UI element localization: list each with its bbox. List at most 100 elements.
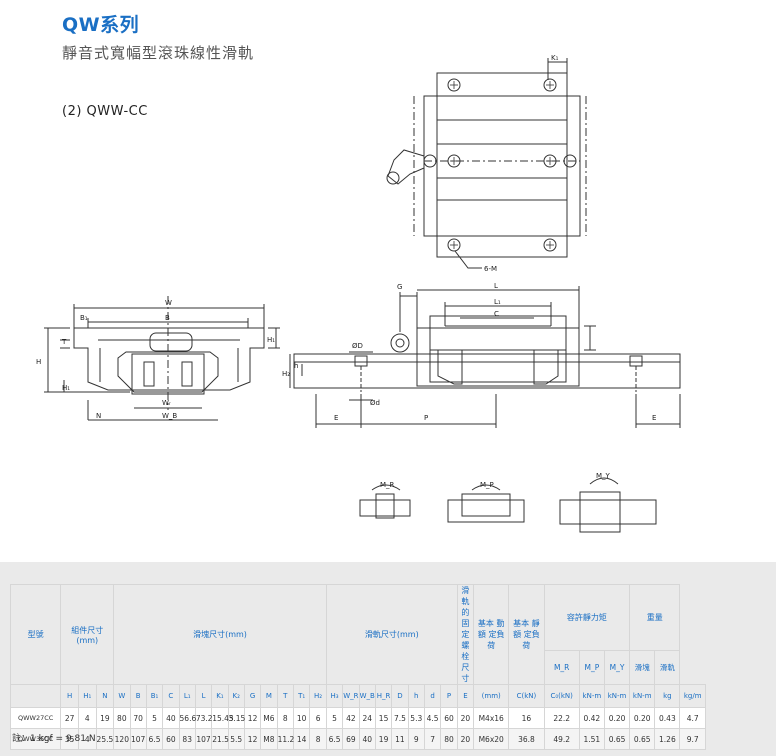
label-phi-d-big: ØD	[352, 342, 363, 350]
table-cell: 12	[243, 707, 262, 729]
table-cell: 20	[456, 707, 475, 729]
column-header: L	[194, 684, 213, 708]
column-header: L₁	[178, 684, 196, 708]
column-header: d	[423, 684, 442, 708]
side-view	[289, 286, 681, 428]
column-header-blank	[9, 684, 62, 708]
moment-diagrams	[359, 477, 657, 533]
header-static: 基本 靜額 定負荷	[508, 584, 545, 685]
table-cell: 5	[325, 707, 344, 729]
column-header: B	[129, 684, 147, 708]
label-n: N	[96, 412, 101, 420]
table-cell: 7	[423, 728, 442, 750]
label-mp: M_P	[480, 481, 494, 489]
table-cell: 25.5	[95, 728, 115, 750]
sub-rail-weight: 滑軌	[654, 650, 681, 685]
label-h: H	[36, 358, 41, 366]
table-cell: 27	[60, 707, 79, 729]
sub-my: M_Y	[603, 650, 631, 685]
column-header: kN-m	[629, 684, 656, 708]
table-cell: 9	[407, 728, 425, 750]
header-rail: 滑軌尺寸(mm)	[325, 584, 458, 685]
header-weight: 重量	[629, 583, 681, 652]
table-cell: M6	[260, 707, 278, 729]
table-cell: 107	[194, 728, 213, 750]
table-cell: 0.43	[654, 707, 681, 729]
column-header: C	[162, 684, 180, 708]
column-header: W	[113, 684, 131, 708]
header-block: 滑塊尺寸(mm)	[113, 584, 327, 685]
column-header: H₂	[309, 684, 327, 708]
table-cell: 16	[508, 707, 545, 729]
sub-block-weight: 滑塊	[629, 650, 656, 685]
header-model: 型號	[9, 584, 62, 685]
column-header: K₂	[227, 684, 245, 708]
column-header: h	[407, 684, 425, 708]
column-header: E	[456, 684, 475, 708]
table-cell: M6x20	[473, 728, 510, 750]
label-t: T	[61, 338, 67, 346]
footnote: 註：1 kgf = 9.81 N	[12, 734, 96, 744]
table-cell: 0.20	[603, 707, 631, 729]
table-cell: 4	[77, 707, 97, 729]
column-header: kN-m	[603, 684, 631, 708]
row-model: QWW27CC	[9, 707, 62, 729]
label-b1: B₁	[80, 314, 88, 322]
table-cell: 1.51	[578, 728, 605, 750]
table-cell: 14	[292, 728, 311, 750]
table-cell: 22.2	[543, 707, 580, 729]
sub-mp: M_P	[578, 650, 605, 685]
label-wr: Wᵣ	[162, 399, 171, 407]
header-moment: 容許靜力矩	[543, 583, 631, 652]
column-header: (mm)	[473, 684, 510, 708]
table-cell: 4.7	[679, 707, 706, 729]
table-cell: 36.8	[508, 728, 545, 750]
table-cell: 19	[374, 728, 393, 750]
table-cell: 49.2	[543, 728, 580, 750]
header-assembly: 組件尺寸 (mm)	[60, 584, 115, 685]
label-phi-d-small: Ød	[370, 399, 380, 407]
label-l: L	[494, 282, 498, 290]
table-cell: 6	[309, 707, 327, 729]
table-cell: 19	[95, 707, 115, 729]
column-header: W_R	[342, 684, 360, 708]
column-header: D	[391, 684, 409, 708]
table-cell: 10	[292, 707, 311, 729]
table-cell: 1.26	[654, 728, 681, 750]
label-k1: K₁	[551, 54, 559, 62]
column-header: M	[260, 684, 278, 708]
table-cell: 0.20	[629, 707, 656, 729]
header-bolt: 滑軌的 固定螺 栓尺寸	[456, 584, 475, 685]
column-header: kg/m	[679, 684, 706, 708]
label-mr: M_R	[380, 481, 395, 489]
table-cell: 120	[113, 728, 131, 750]
table-cell: 12	[243, 728, 262, 750]
table-cell: 9.7	[679, 728, 706, 750]
table-cell: 5	[145, 707, 164, 729]
column-header: P	[440, 684, 458, 708]
table-cell: 80	[440, 728, 458, 750]
technical-drawing: K₁ 6-M W B₁ B T H₁ H H₁ Wᵣ W_B N G L L₁ …	[36, 54, 681, 533]
model-label: (2) QWW-CC	[62, 104, 148, 119]
table-cell: 8	[309, 728, 327, 750]
table-cell: 80	[113, 707, 131, 729]
table-cell: 56.6	[178, 707, 196, 729]
table-cell: M8	[260, 728, 278, 750]
table-cell: 40	[358, 728, 376, 750]
label-l1: L₁	[494, 298, 501, 306]
table-cell: 0.65	[629, 728, 656, 750]
table-cell: 8	[276, 707, 294, 729]
table-cell: 83	[178, 728, 196, 750]
column-header: T	[276, 684, 294, 708]
table-cell: 70	[129, 707, 147, 729]
table-cell: 4.5	[423, 707, 442, 729]
label-e-left: E	[334, 414, 338, 422]
table-cell: 73.2	[194, 707, 213, 729]
table-cell: 15.45	[211, 707, 234, 729]
column-header: H_R	[374, 684, 393, 708]
table-cell: 60	[162, 728, 180, 750]
label-wb: W_B	[162, 412, 177, 420]
